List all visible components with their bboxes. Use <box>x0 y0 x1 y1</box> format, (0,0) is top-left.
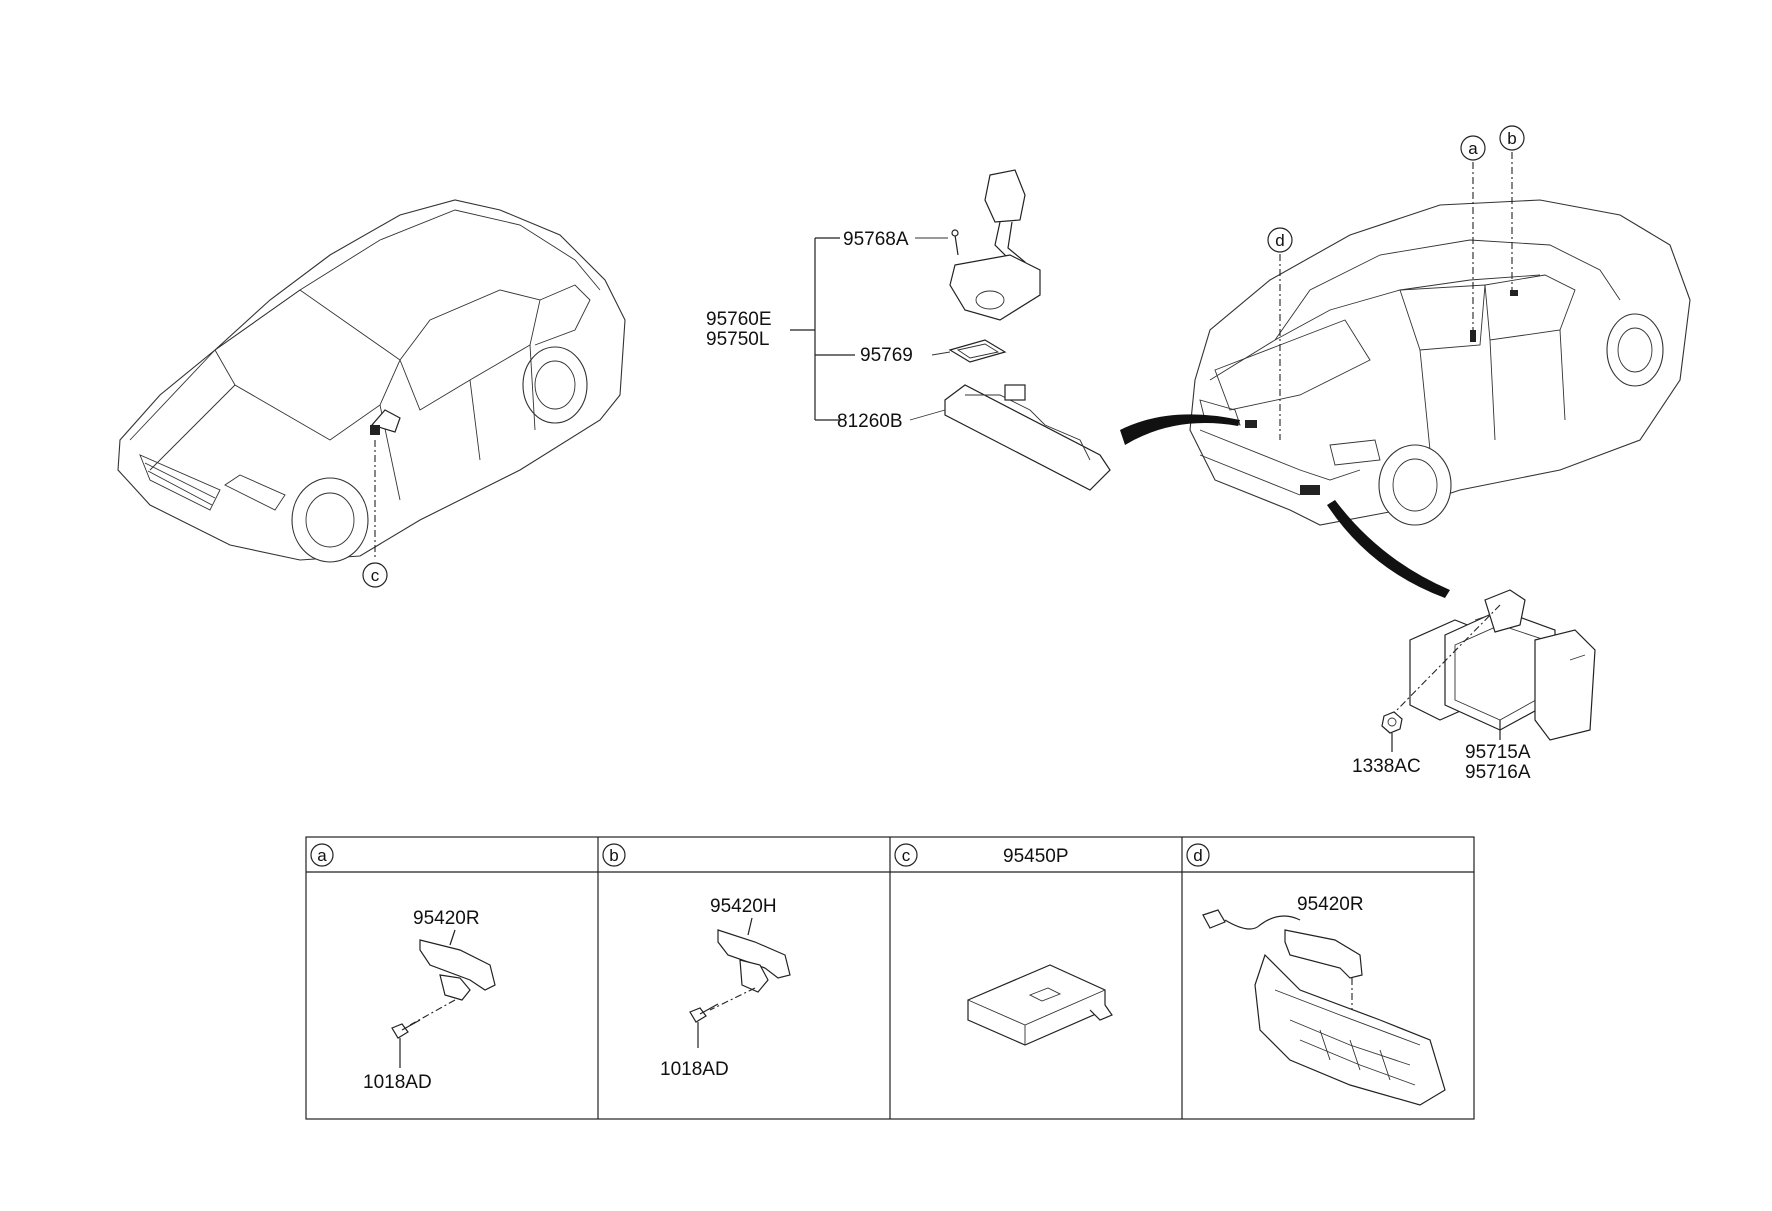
cell-a-part-1: 95420R <box>413 908 480 929</box>
label-1338AC: 1338AC <box>1352 756 1421 777</box>
label-95768A: 95768A <box>843 229 909 250</box>
callout-d-rear: d <box>1267 227 1293 253</box>
front-car-illustration <box>117 199 626 563</box>
rear-panel-d <box>1254 953 1446 1106</box>
label-95750L: 95750L <box>706 329 769 350</box>
detail-cell-b: b 95420H 1018AD <box>602 843 791 1080</box>
svg-text:d: d <box>1193 846 1202 865</box>
bracket-95420R-d <box>1284 929 1363 979</box>
cell-a-part-2: 1018AD <box>363 1072 432 1093</box>
arrow-bumper-to-unit <box>1327 500 1450 598</box>
screw-95768A <box>951 229 959 256</box>
svg-text:d: d <box>1275 231 1284 250</box>
cell-c-header-part: 95450P <box>1003 846 1069 867</box>
svg-text:a: a <box>1468 139 1478 158</box>
connector-wire-d <box>1202 909 1301 930</box>
callout-b-rear: b <box>1499 125 1525 151</box>
svg-text:c: c <box>902 846 911 865</box>
detail-table <box>305 836 1475 1120</box>
cell-d-part-1: 95420R <box>1297 894 1364 915</box>
bracket-95420H-b <box>717 929 791 993</box>
module-95450P <box>967 964 1113 1046</box>
housing-81260B <box>944 384 1111 491</box>
callout-c-front: c <box>362 562 388 588</box>
bolt-1018AD-b <box>689 1003 719 1023</box>
rear-car-illustration <box>1189 199 1691 526</box>
svg-text:b: b <box>609 846 618 865</box>
label-95760E: 95760E <box>706 309 772 330</box>
cell-b-part-2: 1018AD <box>660 1059 729 1080</box>
bracket-95420R-a <box>419 939 496 1001</box>
radar-unit-95715A <box>1409 589 1596 741</box>
svg-text:c: c <box>371 566 380 585</box>
detail-cell-d: d 95420R <box>1186 843 1446 1106</box>
nut-1338AC <box>1381 711 1403 734</box>
gasket-95769 <box>948 339 1007 363</box>
label-95715A: 95715A <box>1465 742 1531 763</box>
camera-harness <box>949 169 1041 321</box>
cell-b-part-1: 95420H <box>710 896 777 917</box>
label-95716A: 95716A <box>1465 762 1531 783</box>
svg-text:a: a <box>317 846 327 865</box>
arrow-camera-to-trunk <box>1120 414 1240 445</box>
detail-cell-a: a 95420R 1018AD <box>310 843 496 1093</box>
label-95769: 95769 <box>860 345 913 366</box>
detail-cell-c: c 95450P <box>894 843 1113 1046</box>
svg-text:b: b <box>1507 129 1516 148</box>
callout-a-rear: a <box>1460 135 1486 161</box>
bolt-1018AD-a <box>391 1019 421 1039</box>
label-81260B: 81260B <box>837 411 903 432</box>
